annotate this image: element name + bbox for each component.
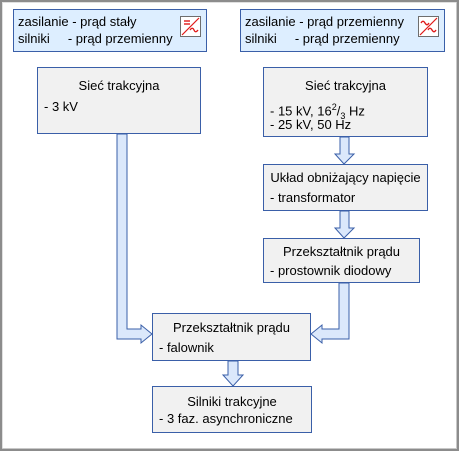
step-down-transformer-box: Układ obniżający napięcie - transformato… <box>263 164 428 211</box>
rectifier-converter-box: Przekształtnik prądu - prostownik diodow… <box>263 238 420 283</box>
diode-rectifier-item: - prostownik diodowy <box>270 263 392 278</box>
ac-traction-network-box: Sieć trakcyjna - 15 kV, 162/3 Hz - 25 kV… <box>263 67 428 137</box>
dc-traction-network-title: Sieć trakcyjna <box>78 78 160 93</box>
arrow-rectifier-to-inverter <box>310 282 350 345</box>
ac-ac-converter-icon <box>418 16 439 37</box>
traction-motors-title: Silniki trakcyjne <box>187 394 277 409</box>
step-down-transformer-title: Układ obniżający napięcie <box>270 170 421 185</box>
inverter-item: - falownik <box>159 340 214 355</box>
legend-ac-motors-line: silniki - prąd przemienny <box>245 31 400 46</box>
ac-voltage-15kv-prefix: - 15 kV, 16 <box>270 103 332 119</box>
arrow-transformer-to-rectifier <box>333 210 356 239</box>
ac-frequency-fraction-slash: / <box>336 103 341 119</box>
ac-traction-network-title: Sieć trakcyjna <box>305 78 386 93</box>
legend-dc-supply-line: zasilanie - prąd stały <box>18 14 137 29</box>
ac-frequency-fraction-numerator: 2 <box>331 102 337 112</box>
arrow-inverter-to-motors <box>221 360 245 387</box>
legend-dc-supply: zasilanie - prąd stały silniki - prąd pr… <box>13 9 207 52</box>
traction-motors-box: Silniki trakcyjne - 3 faz. asynchroniczn… <box>152 386 312 433</box>
arrow-ac-network-to-transformer <box>333 136 356 165</box>
arrow-dc-network-to-inverter <box>116 133 153 345</box>
inverter-converter-title: Przekształtnik prądu <box>172 320 291 335</box>
transformer-item: - transformator <box>270 190 356 205</box>
inverter-converter-box: Przekształtnik prądu - falownik <box>152 313 311 361</box>
ac-voltage-15kv-suffix: Hz <box>345 103 365 119</box>
legend-dc-motors-line: silniki - prąd przemienny <box>18 31 173 46</box>
asynchronous-motors-item: - 3 faz. asynchroniczne <box>159 411 293 426</box>
dc-voltage-item: - 3 kV <box>44 99 78 114</box>
ac-voltage-item-15kv: - 15 kV, 162/3 Hz <box>270 99 365 124</box>
dc-ac-converter-icon <box>180 16 201 37</box>
ac-frequency-fraction-denominator: 3 <box>340 110 346 121</box>
dc-traction-network-box: Sieć trakcyjna - 3 kV <box>37 67 201 134</box>
ac-voltage-item-25kv: - 25 kV, 50 Hz <box>270 117 352 132</box>
legend-ac-supply: zasilanie - prąd przemienny silniki - pr… <box>240 9 445 52</box>
legend-ac-supply-line: zasilanie - prąd przemienny <box>245 14 404 29</box>
rectifier-converter-title: Przekształtnik prądu <box>282 244 401 259</box>
